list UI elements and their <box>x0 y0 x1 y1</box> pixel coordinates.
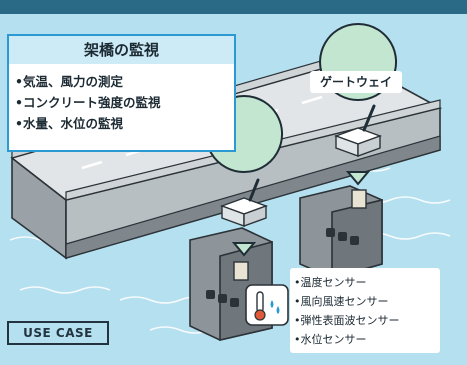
header-bar <box>0 0 467 14</box>
sensor-unit <box>350 236 359 245</box>
monitoring-list: •気温、風力の測定 •コンクリート強度の監視 •水量、水位の監視 <box>15 71 161 134</box>
sensor-item: •温度センサー <box>294 276 367 289</box>
monitoring-item: •水量、水位の監視 <box>15 116 123 131</box>
sensor-unit <box>230 298 239 307</box>
monitoring-item: •気温、風力の測定 <box>15 74 123 89</box>
sensor-unit <box>326 228 335 237</box>
sensor-list: •温度センサー •風向風速センサー •弾性表面波センサー •水位センサー <box>294 273 400 349</box>
wall-sensor <box>233 261 249 281</box>
pier-sensor-group-right <box>326 189 367 245</box>
sensor-item: •風向風速センサー <box>294 295 389 308</box>
sensor-item: •水位センサー <box>294 333 367 346</box>
sensor-unit <box>218 294 227 303</box>
sensor-item: •弾性表面波センサー <box>294 314 400 327</box>
pier-sensor-group-left <box>206 261 249 307</box>
gateway-label: ゲートウェイ <box>310 71 402 93</box>
use-case-badge: USE CASE <box>7 321 109 345</box>
water-level-sensor-icon <box>245 284 289 326</box>
sensor-unit <box>206 290 215 299</box>
monitoring-panel: 架橋の監視 •気温、風力の測定 •コンクリート強度の監視 •水量、水位の監視 <box>7 34 236 152</box>
panel-title: 架橋の監視 <box>9 36 234 64</box>
sensor-unit <box>338 232 347 241</box>
sensor-list-box: •温度センサー •風向風速センサー •弾性表面波センサー •水位センサー <box>290 268 440 353</box>
wall-sensor <box>351 189 367 209</box>
monitoring-item: •コンクリート強度の監視 <box>15 95 161 110</box>
